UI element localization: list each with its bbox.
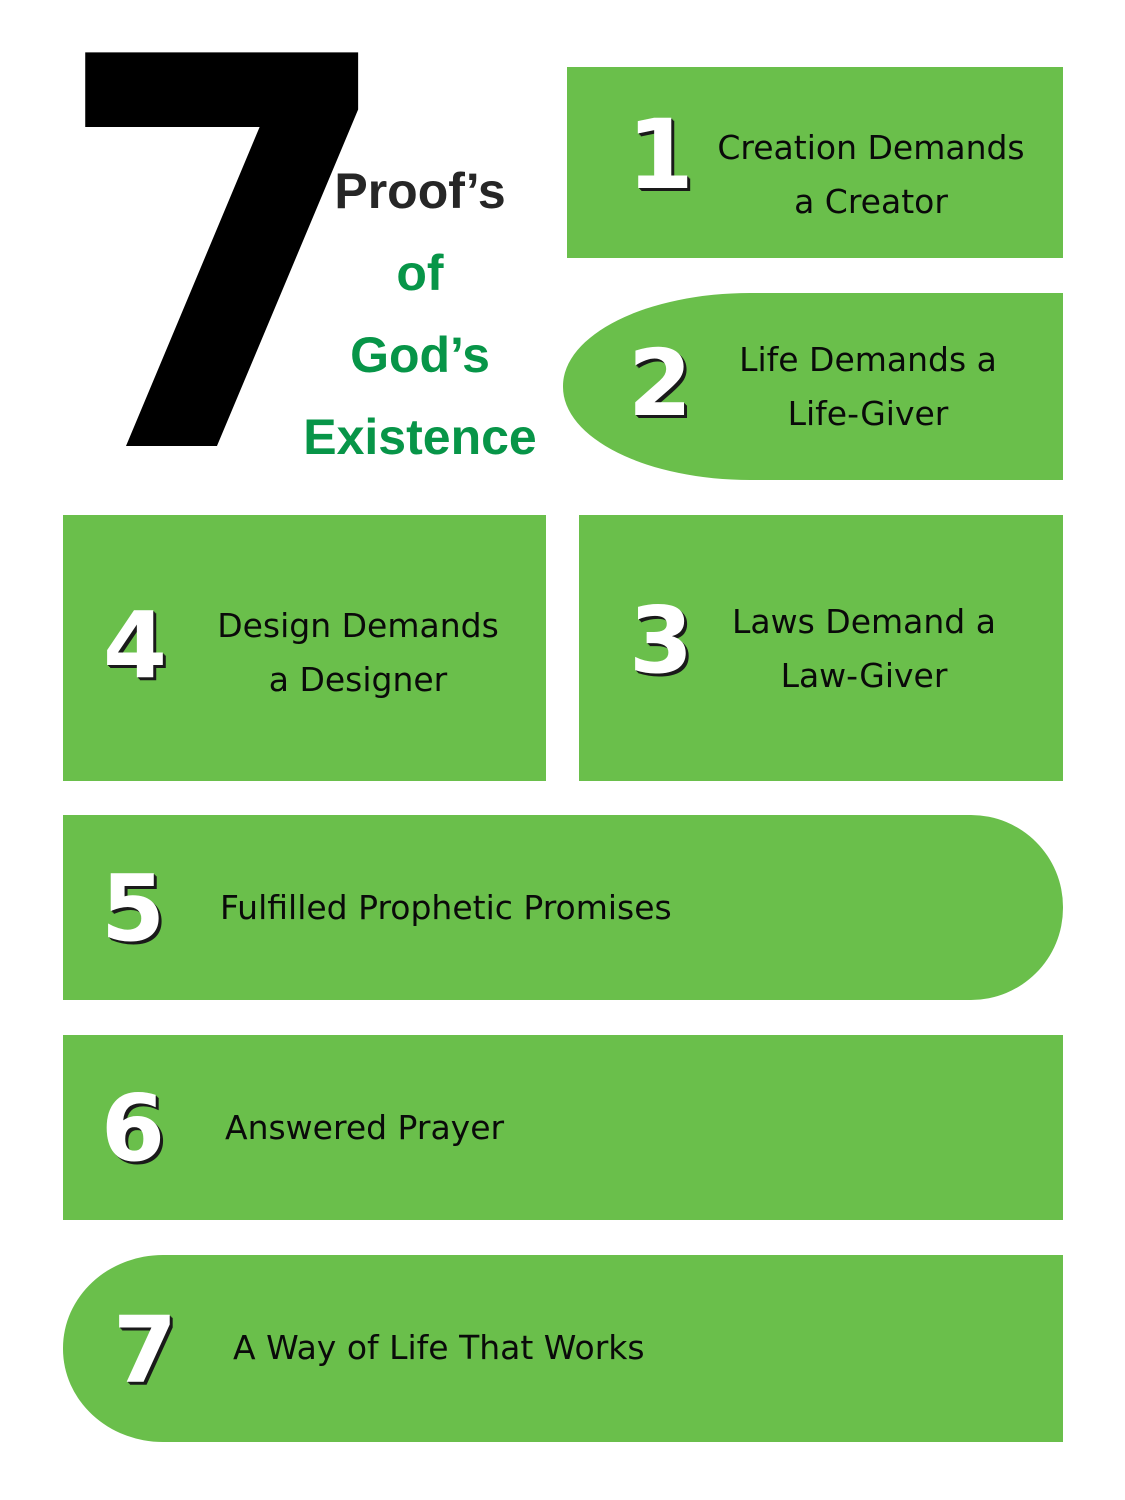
proof-label-6: Answered Prayer	[225, 1108, 505, 1147]
proof-label-4: Design Demands a Designer	[193, 599, 523, 707]
big-number-seven: 7	[52, 0, 398, 574]
proof-label-4-line1: Design Demands	[217, 606, 499, 645]
proof-label-1-line2: a Creator	[794, 182, 948, 221]
proof-label-1: Creation Demands a Creator	[695, 121, 1047, 229]
proof-label-4-line2: a Designer	[268, 660, 448, 699]
proof-label-1-line1: Creation Demands	[717, 128, 1025, 167]
proof-label-2: Life Demands a Life-Giver	[713, 333, 1023, 441]
proof-card-2: 2 Life Demands a Life-Giver	[563, 293, 1063, 480]
title-line-proofs: Proof’s	[334, 163, 506, 219]
proof-label-3-line2: Law-Giver	[780, 656, 948, 695]
proof-label-7: A Way of Life That Works	[233, 1328, 645, 1367]
proof-card-6: 6 Answered Prayer	[63, 1035, 1063, 1220]
proof-label-5: Fulfilled Prophetic Promises	[220, 888, 672, 927]
proof-number-5: 5	[101, 855, 166, 962]
title-line-gods: God’s	[350, 327, 490, 383]
proof-card-3: 3 Laws Demand a Law-Giver	[579, 515, 1063, 781]
proof-label-2-line2: Life-Giver	[787, 394, 949, 433]
proof-number-7: 7	[113, 1297, 178, 1404]
proof-number-4: 4	[103, 592, 168, 699]
proof-number-2: 2	[628, 330, 693, 437]
title-line-existence: Existence	[303, 409, 537, 465]
proof-card-7: 7 A Way of Life That Works	[63, 1255, 1063, 1442]
proof-number-1: 1	[627, 99, 694, 211]
proof-number-6: 6	[101, 1075, 166, 1182]
proof-number-3: 3	[629, 587, 694, 694]
proof-card-1: 1 Creation Demands a Creator	[567, 67, 1063, 258]
proof-label-2-line1: Life Demands a	[739, 340, 997, 379]
page-title: Proof’s of God’s Existence	[290, 150, 550, 478]
proof-card-4: 4 Design Demands a Designer	[63, 515, 546, 781]
proof-label-3: Laws Demand a Law-Giver	[709, 595, 1019, 703]
title-line-of: of	[396, 245, 444, 301]
proof-label-3-line1: Laws Demand a	[732, 602, 996, 641]
proof-card-5: 5 Fulfilled Prophetic Promises	[63, 815, 1063, 1000]
